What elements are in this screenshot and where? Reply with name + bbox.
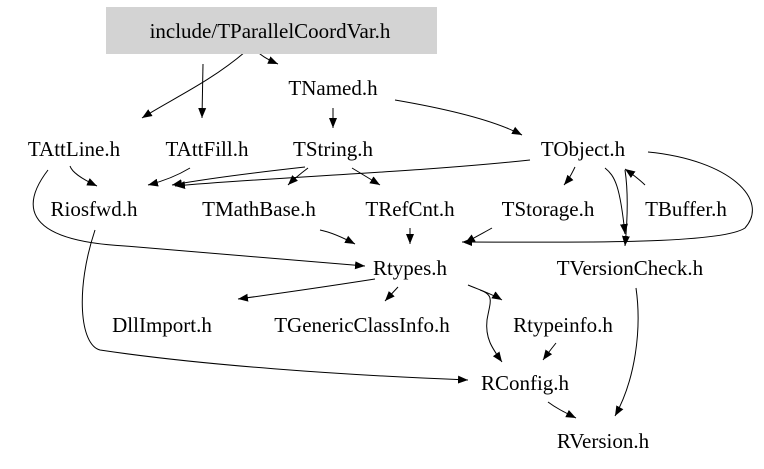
edge-tstring-to-trefcnt (351, 167, 381, 186)
node-rconfig[interactable]: RConfig.h (481, 371, 570, 395)
edge-tobject-to-tbuffer (604, 167, 628, 235)
edge-tbuffer-to-tobject (624, 168, 646, 186)
node-rtypeinfo[interactable]: Rtypeinfo.h (513, 313, 613, 337)
node-tmathbase[interactable]: TMathBase.h (202, 197, 316, 221)
node-tbuffer[interactable]: TBuffer.h (645, 197, 727, 221)
edge-tmathbase-to-rtypes (319, 229, 356, 245)
nodes-layer: include/TParallelCoordVar.hTNamed.hTAttL… (28, 7, 727, 453)
node-tattfill[interactable]: TAttFill.h (166, 137, 249, 161)
node-root-label: include/TParallelCoordVar.h (150, 19, 391, 43)
edge-tattfill-to-riosfwd (147, 167, 191, 187)
node-rtypes-label: Rtypes.h (373, 256, 448, 280)
edge-tobject-to-rtypes (621, 169, 630, 247)
node-dllimport-label: DllImport.h (112, 313, 212, 337)
node-tgenericclassinfo[interactable]: TGenericClassInfo.h (274, 313, 450, 337)
node-rconfig-label: RConfig.h (481, 371, 570, 395)
node-root[interactable]: include/TParallelCoordVar.h (106, 7, 437, 54)
node-rversion[interactable]: RVersion.h (557, 429, 650, 453)
node-tstring[interactable]: TString.h (293, 137, 373, 161)
edge-tstorage-to-rtypes (464, 227, 493, 244)
edge-rtypes-to-tgenericclassinfo (384, 286, 399, 302)
node-tversioncheck-label: TVersionCheck.h (557, 256, 704, 280)
edge-rtypeinfo-to-rconfig (542, 342, 557, 361)
node-tnamed[interactable]: TNamed.h (288, 76, 378, 100)
node-tstorage[interactable]: TStorage.h (502, 197, 595, 221)
edge-tattline-to-riosfwd (69, 165, 98, 187)
node-riosfwd[interactable]: Riosfwd.h (51, 197, 138, 221)
node-tversioncheck[interactable]: TVersionCheck.h (557, 256, 704, 280)
edge-tobject-to-tstorage (563, 166, 576, 186)
edge-root-to-tattfill (198, 63, 207, 119)
edge-riosfwd-to-rconfig (81, 229, 469, 384)
node-tnamed-label: TNamed.h (288, 76, 378, 100)
node-root-highlight (106, 7, 437, 54)
node-tgenericclassinfo-label: TGenericClassInfo.h (274, 313, 450, 337)
edges-layer (32, 49, 753, 419)
node-trefcnt-label: TRefCnt.h (365, 197, 455, 221)
node-tobject[interactable]: TObject.h (541, 137, 626, 161)
edge-root-to-tattline (141, 51, 246, 119)
edge-tnamed-to-tobject (394, 99, 523, 136)
edge-tstring-to-riosfwd (171, 166, 306, 188)
node-tbuffer-label: TBuffer.h (645, 197, 727, 221)
node-tobject-label: TObject.h (541, 137, 626, 161)
node-rtypes[interactable]: Rtypes.h (373, 256, 448, 280)
node-tattfill-label: TAttFill.h (166, 137, 249, 161)
edge-tattline-to-rtypes (32, 169, 366, 270)
edge-tversioncheck-to-rversion (614, 287, 639, 417)
node-tattline[interactable]: TAttLine.h (28, 137, 121, 161)
node-tstorage-label: TStorage.h (502, 197, 595, 221)
edge-tobject-to-tversioncheck (461, 151, 753, 247)
edge-tobject-to-riosfwd (174, 159, 531, 190)
node-tmathbase-label: TMathBase.h (202, 197, 316, 221)
edge-rtypes-to-dllimport (237, 278, 376, 302)
edge-rtypes-to-rconfig (479, 289, 503, 363)
node-rversion-label: RVersion.h (557, 429, 650, 453)
node-trefcnt[interactable]: TRefCnt.h (365, 197, 455, 221)
edge-rconfig-to-rversion (547, 401, 577, 419)
node-rtypeinfo-label: Rtypeinfo.h (513, 313, 613, 337)
edge-tstring-to-tmathbase (287, 167, 309, 186)
node-tattline-label: TAttLine.h (28, 137, 121, 161)
node-riosfwd-label: Riosfwd.h (51, 197, 138, 221)
node-dllimport[interactable]: DllImport.h (112, 313, 212, 337)
node-tstring-label: TString.h (293, 137, 373, 161)
